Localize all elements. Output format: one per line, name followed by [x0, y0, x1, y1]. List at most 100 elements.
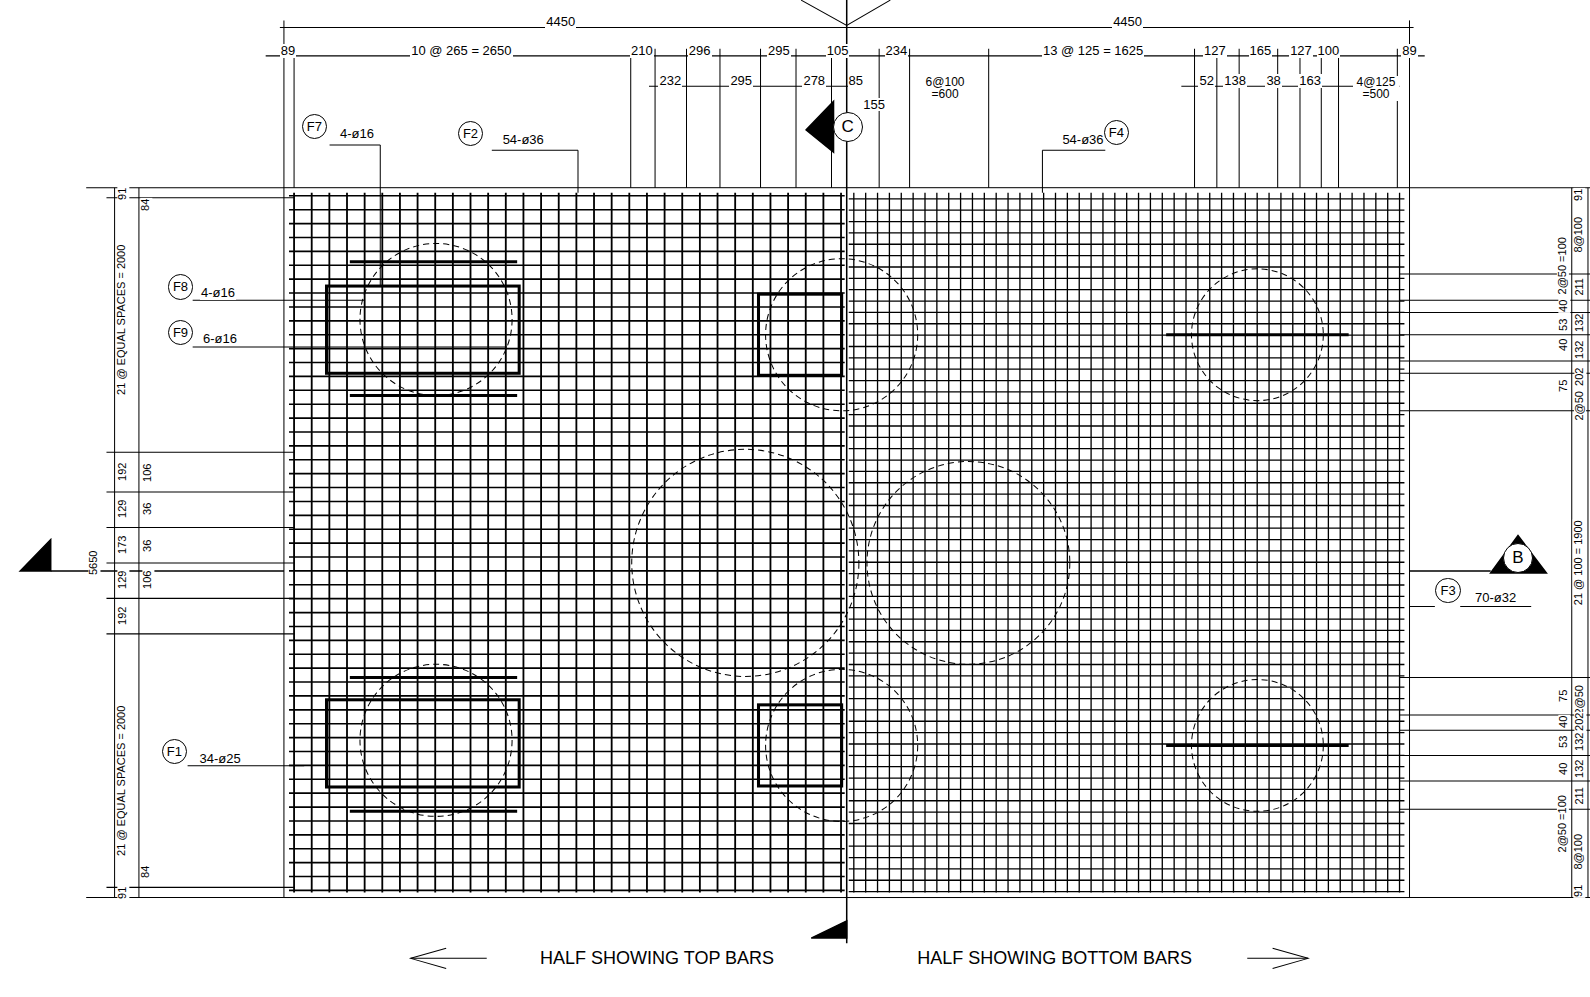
rebar-line [289, 459, 845, 461]
rebar-line [849, 789, 1405, 790]
rebar-line [1209, 193, 1210, 893]
callout-bubble: F1 [162, 739, 187, 764]
rebar-line [289, 556, 845, 558]
dimension-text: 4450 [1112, 15, 1143, 29]
dimension-text: 40 [1558, 338, 1570, 352]
rebar-line [849, 369, 1405, 370]
rebar-line [289, 695, 845, 697]
dimension-text: 192 [117, 605, 129, 625]
rebar-line [849, 221, 1405, 222]
dimension-text: 89 [280, 44, 296, 58]
rebar-line [849, 584, 1405, 585]
dimension-text: 127 [1289, 44, 1313, 58]
dimension-text: 163 [1298, 74, 1322, 88]
section-marker: C [833, 112, 863, 142]
rebar-line [1257, 193, 1258, 893]
rebar-line [849, 334, 1405, 335]
rebar-line [849, 800, 1405, 801]
dimension-text: 165 [1249, 44, 1273, 58]
rebar-line [289, 306, 845, 308]
dimension-text: 295 [767, 44, 791, 58]
rebar-line [1197, 193, 1198, 893]
rebar-line [849, 766, 1405, 767]
rebar-line [289, 820, 845, 822]
rebar-line [1031, 193, 1032, 893]
rebar-line [948, 193, 949, 893]
callout-number: F7 [307, 119, 322, 134]
dimension-text: 232 [658, 74, 682, 88]
rebar-line [289, 681, 845, 683]
dimension-text: 13 @ 125 = 1625 [1042, 44, 1144, 58]
rebar-line [849, 743, 1405, 744]
rebar-line [849, 777, 1405, 778]
rebar-line [849, 732, 1405, 733]
dimension-text: 53 [1558, 317, 1570, 331]
dimension-text: 52 [1198, 74, 1214, 88]
rebar-line [289, 264, 845, 266]
rebar-line [849, 607, 1405, 608]
dimension-text: 202 [1574, 712, 1586, 732]
rebar-line [1304, 193, 1305, 893]
rebar-line [1316, 193, 1317, 893]
rebar-line [1173, 193, 1174, 893]
rebar-line [849, 266, 1405, 267]
rebar-line [849, 437, 1405, 438]
section-cut-lines [20, 0, 1546, 943]
rebar-line [289, 584, 845, 586]
rebar-line [849, 664, 1405, 665]
rebar-line [1090, 193, 1091, 893]
callout-number: B [1512, 548, 1523, 568]
rebar-line [1055, 193, 1056, 893]
rebar-line [849, 675, 1405, 676]
rebar-line [849, 528, 1405, 529]
rebar-line [289, 320, 845, 322]
rebar-line [996, 193, 997, 893]
rebar-line [849, 641, 1405, 642]
extension-lines [86, 188, 294, 898]
rebar-line [1233, 193, 1234, 893]
dimension-text: 40 [1558, 299, 1570, 313]
rebar-line [849, 652, 1405, 653]
rebar-line [289, 334, 845, 336]
rebar-line [1387, 193, 1388, 893]
rebar-line [984, 193, 985, 893]
rebar-line [849, 698, 1405, 699]
dimension-text: 40 [1558, 762, 1570, 776]
pile-outlines [360, 243, 1323, 821]
rebar-line [849, 255, 1405, 256]
rebar-line [289, 501, 845, 503]
rebar-line [960, 193, 961, 893]
rebar-line [289, 542, 845, 544]
rebar-line [289, 653, 845, 655]
rebar-line [289, 792, 845, 794]
rebar-line [1280, 193, 1281, 893]
stirrup-cages [327, 262, 1349, 812]
dimension-text: 173 [117, 534, 129, 554]
rebar-line [849, 210, 1405, 211]
dimension-text: 40 [1558, 715, 1570, 729]
rebar-line [289, 806, 845, 808]
dimension-text: 202 [1574, 367, 1586, 387]
callout-number: F3 [1440, 583, 1455, 598]
dimension-text: 38 [1265, 74, 1281, 88]
dimension-text: 4-ø16 [200, 286, 236, 300]
callout-bubble: F7 [302, 114, 327, 139]
rebar-line [849, 346, 1405, 347]
rebar-line [849, 516, 1405, 517]
rebar-line [1351, 193, 1352, 893]
rebar-line [1375, 193, 1376, 893]
rebar-line [849, 505, 1405, 506]
rebar-line [289, 389, 845, 391]
rebar-line [849, 380, 1405, 381]
rebar-line [1043, 193, 1044, 893]
callout-number: F8 [173, 279, 188, 294]
rebar-line [901, 193, 902, 893]
rebar-line [849, 278, 1405, 279]
dim-line [114, 188, 115, 898]
rebar-line [289, 251, 845, 253]
rebar-line [1150, 193, 1151, 893]
rebar-line [289, 445, 845, 447]
dimension-text: 21 @ EQUAL SPACES = 2000 [116, 705, 128, 857]
rebar-line [849, 857, 1405, 858]
rebar-line [849, 811, 1405, 812]
